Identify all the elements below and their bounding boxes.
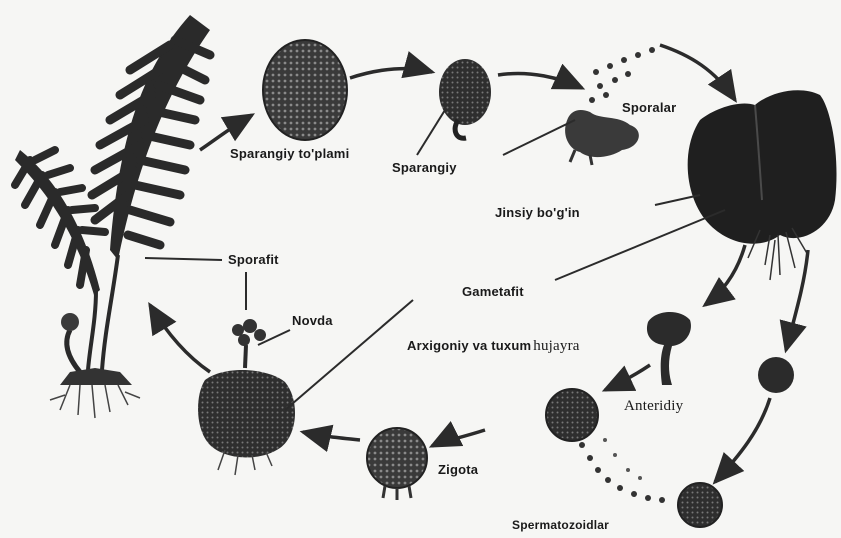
label-archegonium-part2: hujayra — [533, 338, 579, 354]
sporophyte-fern-plant — [15, 15, 210, 418]
zygote — [367, 428, 427, 500]
fertilized-archegonium — [678, 483, 722, 527]
label-antheridium: Anteridiy — [624, 398, 683, 415]
sporangium — [439, 59, 491, 138]
young-sporophyte — [198, 319, 295, 475]
label-zygote: Zigota — [438, 462, 478, 477]
archegonium — [647, 312, 691, 385]
antheridium — [546, 389, 598, 441]
label-sporophyte: Sporafit — [228, 252, 279, 267]
label-sexual-generation: Jinsiy bo'g'in — [495, 205, 580, 220]
sorus-cluster — [263, 40, 347, 140]
label-archegonium-part1: Arxigoniy va tuxum — [407, 338, 531, 353]
opened-sporangium — [565, 110, 639, 165]
label-sporangium-cluster: Sparangiy to'plami — [230, 146, 349, 161]
egg-cell — [758, 357, 794, 393]
gametophyte-prothallus — [688, 90, 837, 280]
label-shoot: Novda — [292, 313, 333, 328]
label-spores: Sporalar — [622, 100, 676, 115]
spermatozoids — [579, 438, 665, 503]
label-spermatozoids: Spermatozoidlar — [512, 518, 609, 532]
label-gametophyte: Gametafit — [462, 284, 524, 299]
spores — [589, 47, 655, 103]
label-sporangium: Sparangiy — [392, 160, 457, 175]
